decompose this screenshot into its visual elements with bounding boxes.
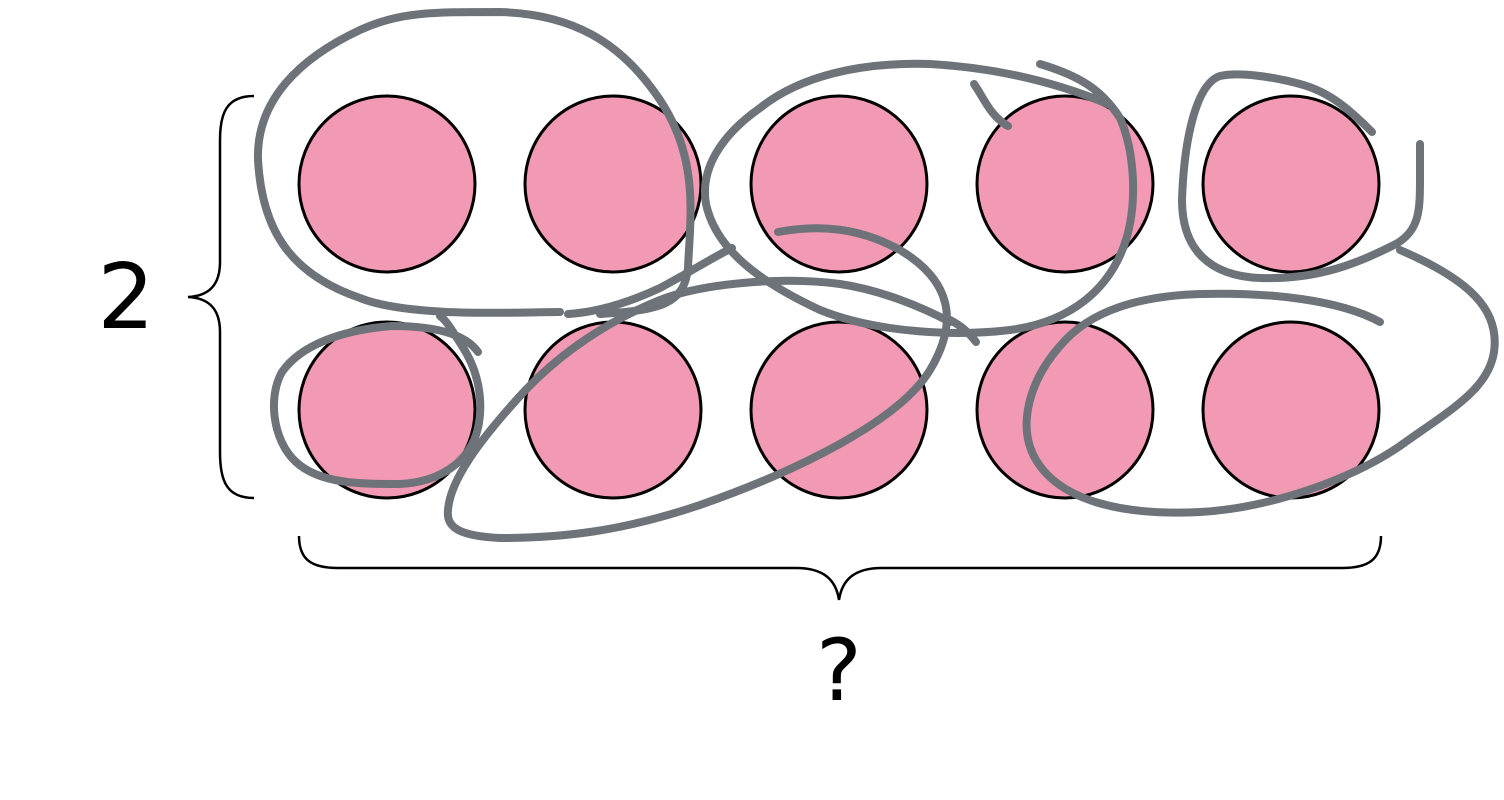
scribble-connector [564,244,736,318]
counter [297,320,477,500]
scribble-connector [946,316,980,346]
scribble-loop [269,312,485,488]
counter [975,94,1155,274]
counter [297,94,477,274]
counter [749,94,929,274]
counter-grid [297,94,1381,500]
counter [1201,94,1381,274]
scribble-loop [1022,246,1499,517]
scribble-tick [970,80,1012,130]
rows-label: 2 [97,245,154,350]
scribble-loop [1178,70,1424,283]
left-brace [187,94,255,500]
scribble-annotations [253,8,1499,542]
bottom-brace [297,535,1383,601]
counter [523,94,703,274]
scribble-loop [253,8,695,318]
counter [523,320,703,500]
counter [975,320,1155,500]
counter [749,320,929,500]
scribble-loop [701,59,1138,337]
scribble-loop [443,224,954,542]
columns-label: ? [816,621,862,721]
